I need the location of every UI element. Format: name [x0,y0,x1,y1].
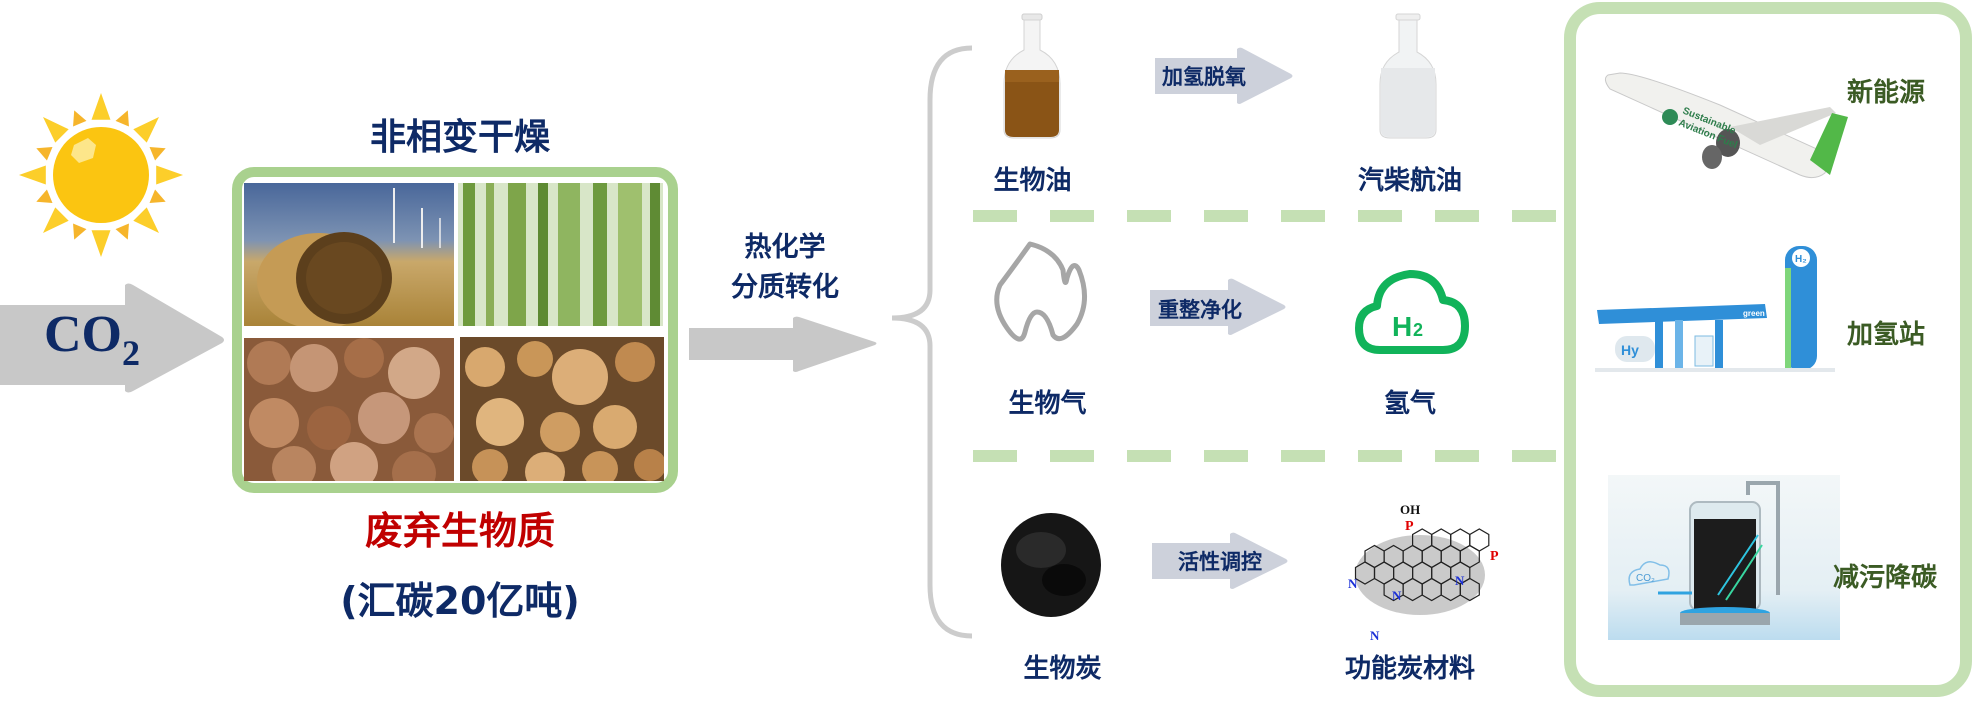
sun-ray [36,147,53,161]
sun-ray [149,147,166,161]
station-hy-text: Hy [1621,342,1639,358]
carbon-ring [1459,577,1480,602]
application-label: 加氢站 [1847,320,1926,350]
product-output-label: 汽柴航油 [1357,166,1462,196]
sun-ray [19,165,46,185]
co2-arrow [0,283,224,393]
carbon-structure-icon: OH P P N N N N [1348,502,1499,643]
photo-bamboo [458,183,663,326]
svg-text:OH: OH [1400,502,1420,517]
svg-text:N: N [1392,588,1402,603]
reactor-co2-text: CO₂ [1636,573,1655,584]
sun-ray [73,110,87,127]
thermochemical-arrow [689,316,877,372]
sun-ray [115,223,129,240]
curly-brace [891,45,973,639]
sun-icon [19,93,183,257]
sun-ray [133,207,159,233]
svg-text:P: P [1405,519,1414,534]
svg-text:N: N [1455,573,1465,588]
svg-text:N: N [1370,628,1380,643]
photo-firewood-logs [460,337,664,481]
product-output-label: 氢气 [1383,389,1436,419]
product-source-label: 生物油 [993,166,1072,196]
sun-ray [91,93,111,120]
process-label: 加氢脱氧 [1162,65,1246,89]
sun-ray [91,230,111,257]
biomass-title: 废弃生物质 [364,509,555,553]
h2-cloud-icon: H 2 [1355,270,1469,354]
station-h2-text: H₂ [1795,254,1807,265]
process-label: 重整净化 [1158,298,1242,322]
co2-text: CO [44,306,122,363]
product-source-label: 生物炭 [1023,654,1102,684]
sun-ray [36,189,53,203]
flame-icon [994,241,1087,342]
application-label: 减污降碳 [1833,563,1938,593]
divider-dashed-1 [973,210,1563,222]
process-line-2: 分质转化 [731,272,839,303]
sun-ray [115,110,129,127]
product-output-label: 功能炭材料 [1344,654,1475,684]
h2-subscript: 2 [1413,320,1423,340]
svg-text:N: N [1348,576,1358,591]
process-arrow-1 [1155,47,1293,104]
divider-dashed-2 [973,450,1563,462]
application-label: 新能源 [1847,78,1926,108]
co2-label: CO2 [44,305,140,383]
sun-ray [43,117,69,143]
sun-ray [73,223,87,240]
sun-ray [156,165,183,185]
clear-fuel-bottle-icon [1379,13,1437,139]
drying-title: 非相变干燥 [369,117,550,158]
station-brand-text: green [1743,309,1765,318]
sun-ray [43,207,69,233]
brown-oil-bottle-icon [1003,13,1061,139]
svg-text:P: P [1490,549,1499,564]
biochar-powder-icon [1001,513,1101,617]
process-label: 活性调控 [1178,550,1262,574]
h2-text: H [1392,311,1412,342]
process-arrow-3 [1152,532,1288,589]
photo-straw-bale [244,183,454,326]
carbon-sink-note: (汇碳20亿吨) [340,579,580,623]
sun-ray [149,189,166,203]
sun-ray [133,117,159,143]
co2-subscript: 2 [122,333,140,373]
hydrogen-station-image: Hy H₂ green [1595,246,1835,372]
process-arrow-2 [1150,278,1286,335]
co2-reactor-image: CO₂ [1608,475,1840,640]
aviation-plane-image: Sustainable Aviation Fuel [1604,72,1848,179]
photo-coconut-shells [244,338,454,481]
process-line-1: 热化学 [744,232,826,263]
product-source-label: 生物气 [1008,389,1087,419]
